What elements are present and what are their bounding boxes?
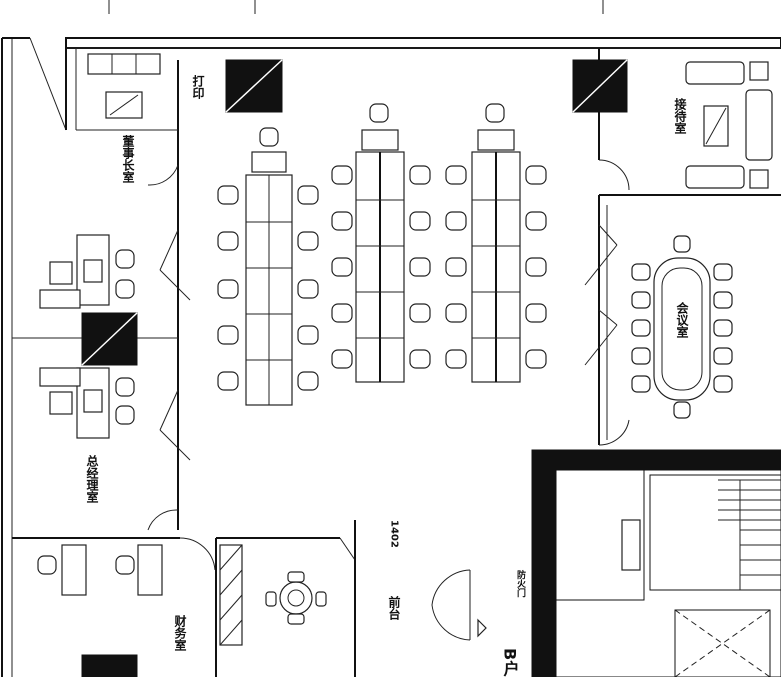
label-print-room: 打印 xyxy=(191,74,205,100)
label-reception-room: 接待室 xyxy=(673,97,687,135)
round-table xyxy=(265,571,327,625)
office-desks xyxy=(39,53,163,596)
label-floor-tag: B户 xyxy=(501,648,520,677)
label-general-manager-office: 总经理室 xyxy=(85,454,99,504)
label-chairman-office: 董事长室 xyxy=(121,134,135,184)
reception-sofas xyxy=(685,61,773,189)
exterior-walls xyxy=(1,37,781,677)
chairs xyxy=(37,103,547,575)
grid-ticks xyxy=(108,0,604,14)
entrance-doors xyxy=(431,569,487,641)
structural-columns xyxy=(81,59,628,677)
label-meeting-room: 会议室 xyxy=(675,301,689,339)
core-area xyxy=(531,449,781,677)
storage-shelves xyxy=(219,520,356,677)
label-finance-room: 财务室 xyxy=(173,614,187,652)
workstations xyxy=(245,129,521,406)
right-partitions xyxy=(584,48,781,446)
label-front-desk: 前台 xyxy=(387,595,401,621)
label-unit-number: 1402 xyxy=(389,520,400,548)
meeting-table xyxy=(631,235,733,419)
stair-treads xyxy=(718,479,781,590)
label-door-sign: 防火门 xyxy=(515,569,526,598)
